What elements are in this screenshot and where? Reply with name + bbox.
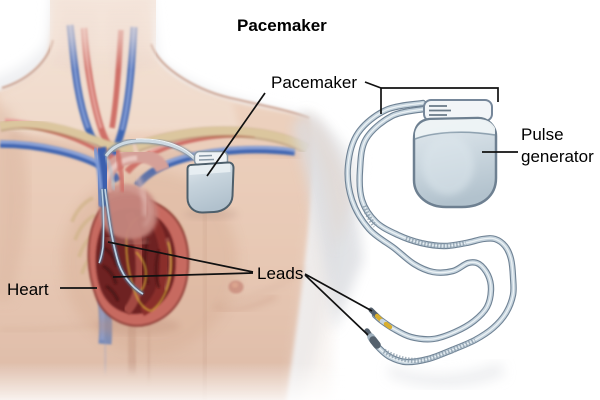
svg-text:Pacemaker: Pacemaker (237, 16, 327, 35)
svg-text:generator: generator (521, 147, 594, 166)
svg-text:Pulse: Pulse (521, 125, 564, 144)
svg-text:Pacemaker: Pacemaker (271, 73, 357, 92)
svg-text:Leads: Leads (257, 264, 303, 283)
svg-text:Heart: Heart (7, 280, 49, 299)
